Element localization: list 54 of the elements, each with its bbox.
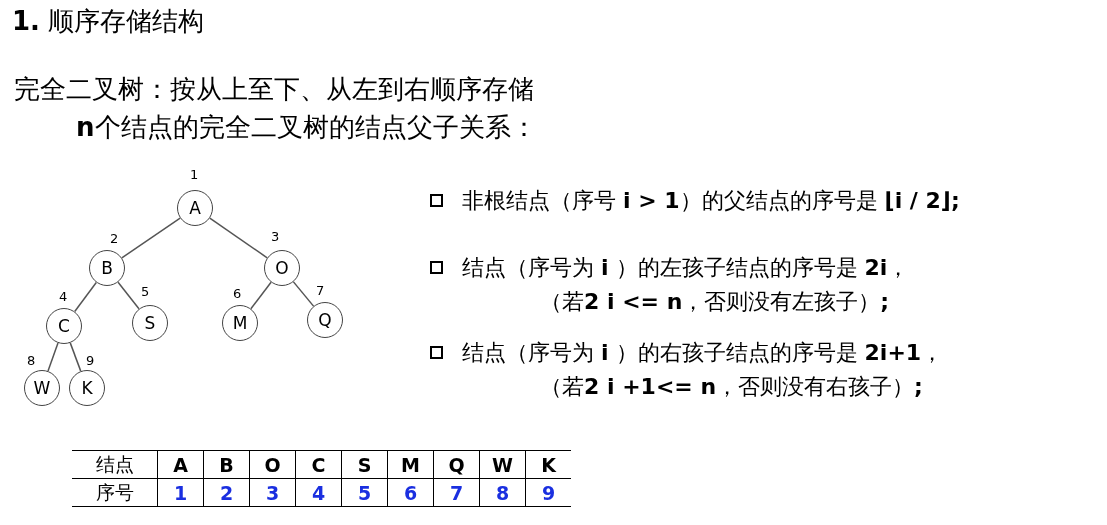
table-node-letter: C (311, 453, 326, 476)
node-number: 3 (271, 229, 280, 244)
table-node-letter: K (541, 453, 556, 476)
node-letter: Q (318, 310, 332, 330)
node-number: 5 (141, 284, 150, 299)
table-node-letter: A (173, 453, 188, 476)
table-node-index: 2 (219, 481, 234, 504)
tree-edge (47, 342, 59, 372)
rule-text: 非根结点（序号 i > 1）的父结点的序号是 ⌊i / 2⌋; (462, 187, 960, 215)
rule-text: （若2 i <= n，否则没有左孩子）; (540, 288, 890, 316)
table-row-header: 序号 (95, 480, 134, 503)
table-node-letter: S (357, 453, 372, 476)
node-letter: A (189, 198, 201, 218)
tree-edge (121, 217, 181, 259)
tree-edge (209, 217, 268, 259)
rule-text: （若2 i +1<= n，否则没有右孩子）; (540, 373, 923, 401)
tree-edge (292, 281, 315, 307)
node-number: 1 (190, 167, 199, 182)
node-number: 8 (27, 353, 36, 368)
tree-edge (73, 281, 98, 313)
table-row-header: 结点 (95, 452, 134, 475)
node-letter: K (81, 378, 93, 398)
table-node-letter: B (219, 453, 234, 476)
rule-text: 结点（序号为 i ）的右孩子结点的序号是 2i+1， (462, 339, 944, 367)
node-letter: S (144, 313, 156, 333)
table-node-index: 3 (265, 481, 280, 504)
node-number: 6 (233, 286, 242, 301)
heading-line: n个结点的完全二叉树的结点父子关系： (76, 111, 537, 144)
table-node-letter: W (492, 453, 513, 476)
node-letter: C (58, 316, 70, 336)
table-node-index: 4 (311, 481, 326, 504)
table-node-index: 8 (495, 481, 510, 504)
rule-text: 结点（序号为 i ）的左孩子结点的序号是 2i， (462, 254, 910, 282)
table-node-letter: Q (448, 453, 465, 476)
node-letter: O (275, 258, 289, 278)
table-node-index: 7 (449, 481, 464, 504)
heading-line: 完全二叉树：按从上至下、从左到右顺序存储 (14, 73, 534, 106)
table-node-index: 5 (357, 481, 372, 504)
table-node-letter: M (401, 453, 420, 476)
node-number: 4 (59, 289, 68, 304)
table-node-index: 9 (541, 481, 556, 504)
table-node-index: 6 (403, 481, 418, 504)
tree-edge (69, 342, 82, 372)
node-number: 2 (110, 231, 119, 246)
node-letter: M (232, 313, 248, 333)
slide-title: 1. 顺序存储结构 (12, 5, 205, 38)
node-number: 7 (316, 283, 325, 298)
node-letter: B (101, 258, 113, 278)
tree-edge (250, 281, 272, 310)
tree-edge (117, 281, 140, 310)
node-number: 9 (86, 353, 95, 368)
table-node-index: 1 (173, 481, 188, 504)
node-letter: W (33, 378, 51, 398)
table-node-letter: O (264, 453, 281, 476)
